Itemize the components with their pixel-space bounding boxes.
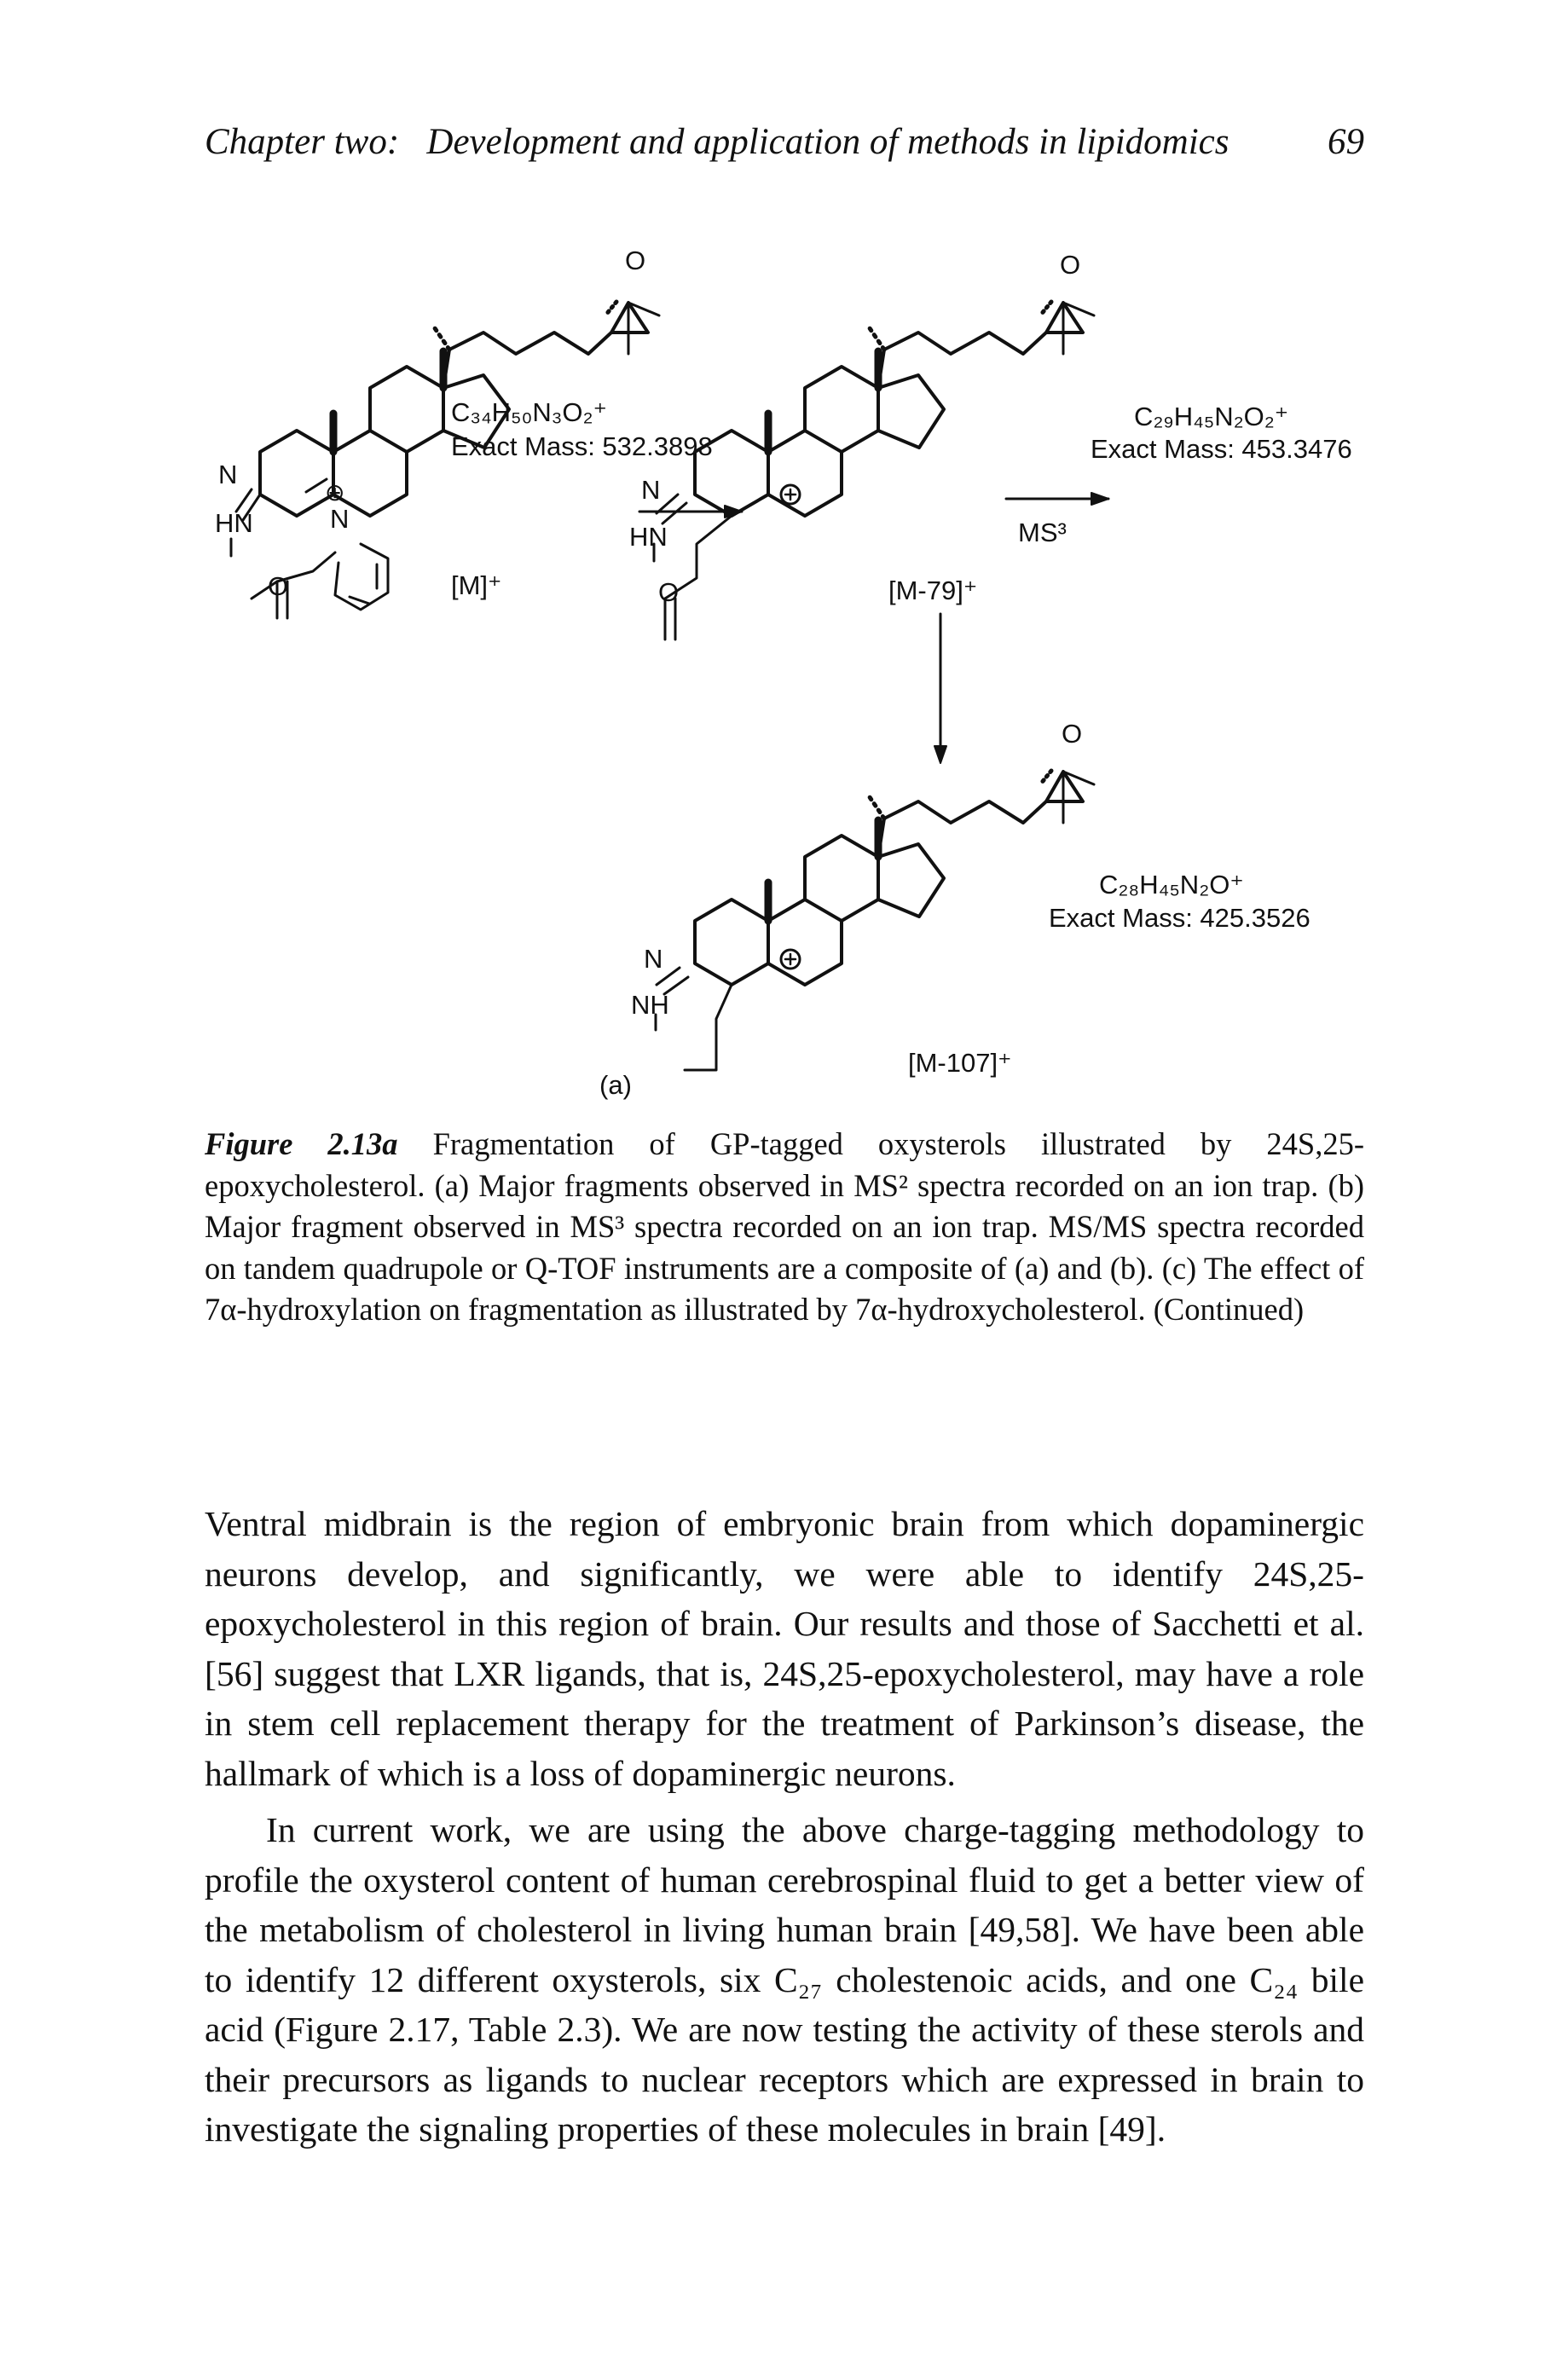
compound-2-ion: [M-79]⁺ — [888, 576, 978, 605]
compound-2-mass: Exact Mass: 453.3476 — [1091, 434, 1352, 464]
compound-2-formula: C₂₉H₄₅N₂O₂⁺ — [1134, 402, 1289, 431]
body-paragraph-1: Ventral midbrain is the region of embryo… — [205, 1504, 1364, 1793]
figure-2-13a: C₃₄H₅₀N₃O₂⁺ Exact Mass: 532.3898 [M]⁺ N … — [196, 196, 1390, 1125]
compound-1-pyridinium-n: N — [330, 504, 350, 534]
structure-compound-3 — [654, 771, 1094, 1072]
compound-3-formula: C₂₈H₄₅N₂O⁺ — [1099, 870, 1244, 900]
compound-1-ion: [M]⁺ — [451, 570, 502, 600]
running-header-chapter: Chapter two: Development and application… — [205, 121, 1230, 163]
compound-1-charge: ⊕ — [325, 479, 345, 506]
compound-1-carbonyl-o: O — [268, 571, 289, 601]
compound-3-mass: Exact Mass: 425.3526 — [1049, 903, 1311, 933]
chapter-label: Chapter two: — [205, 122, 400, 162]
compound-2-n: N — [641, 475, 661, 505]
running-header: Chapter two: Development and application… — [205, 121, 1364, 172]
compound-3-n: N — [644, 944, 663, 974]
compound-2-carbonyl-o: O — [658, 577, 680, 607]
caption-label: Figure 2.13a — [205, 1126, 398, 1161]
structure-compound-1 — [229, 302, 659, 620]
compound-1-formula: C₃₄H₅₀N₃O₂⁺ — [451, 397, 607, 427]
chapter-title: Development and application of methods i… — [426, 122, 1230, 162]
compound-1-mass: Exact Mass: 532.3898 — [451, 431, 713, 461]
body-text: Ventral midbrain is the region of embryo… — [205, 1499, 1364, 2155]
structure-compound-2 — [652, 302, 1094, 641]
page-number: 69 — [1328, 122, 1364, 162]
ms3-label: MS³ — [1018, 518, 1067, 547]
compound-2-epoxide-o: O — [1060, 250, 1081, 280]
compound-1-hn: HN — [215, 508, 253, 538]
reaction-scheme-drawing — [229, 196, 1110, 1072]
compound-1-n: N — [218, 460, 238, 489]
figure-caption: Figure 2.13a Fragmentation of GP-tagged … — [205, 1124, 1364, 1331]
compound-1-epoxide-o: O — [625, 246, 646, 275]
compound-2-hn: HN — [629, 522, 668, 552]
body-paragraph-2: In current work, we are using the above … — [205, 1810, 1364, 2149]
caption-text: Fragmentation of GP-tagged oxysterols il… — [205, 1126, 1364, 1327]
compound-3-ion: [M-107]⁺ — [908, 1048, 1012, 1078]
compound-3-epoxide-o: O — [1062, 719, 1083, 749]
compound-3-nh: NH — [631, 990, 669, 1020]
panel-label: (a) — [599, 1070, 632, 1100]
